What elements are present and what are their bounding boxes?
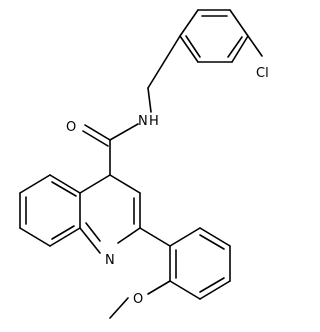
structure-svg: Cl N H O N O [19,9,269,319]
bond [19,174,51,194]
bond [199,280,231,300]
bond [229,9,249,37]
double-bond [199,234,225,250]
bond [231,35,249,63]
bond [49,227,81,247]
bond [79,174,111,194]
c2-aryl-bond [139,227,171,247]
methoxy-oxygen-label: O [133,292,143,307]
c-o-bond [147,280,171,295]
double-bond [227,36,243,58]
double-bond [185,35,201,58]
bond [179,35,199,63]
bond [169,280,201,300]
molecule-drawing: Cl N H O N O [19,9,269,319]
carbonyl-oxygen-label: O [66,120,76,135]
nh-c-bond [109,123,139,141]
chlorophenyl-ring [179,9,249,63]
double-bond [85,222,101,242]
quinoline-benzo-ring [19,174,81,247]
bond [49,174,81,194]
c-cl-bond [247,35,263,57]
ch2-nh-bond [147,87,152,113]
double-bond [51,181,77,197]
bond [109,174,141,194]
methoxyphenyl-ring [169,227,231,300]
bond [19,227,51,247]
bond [169,227,201,247]
ch2-bond [147,35,181,89]
quinoline-pyridine-ring [79,174,141,254]
double-bond [51,225,75,240]
amide-hydrogen-label: H [149,114,159,129]
chlorine-label: Cl [256,66,269,81]
bond [179,9,199,37]
o-ch3-bond [109,297,129,319]
bond [117,227,141,244]
bond [79,227,101,254]
carbonyl-bond [84,124,111,141]
double-bond [199,277,225,293]
bond [199,227,231,247]
ring-nitrogen-label: N [105,253,115,268]
amide-nitrogen-label: N [138,114,148,129]
carbonyl-double-bond [82,130,109,147]
